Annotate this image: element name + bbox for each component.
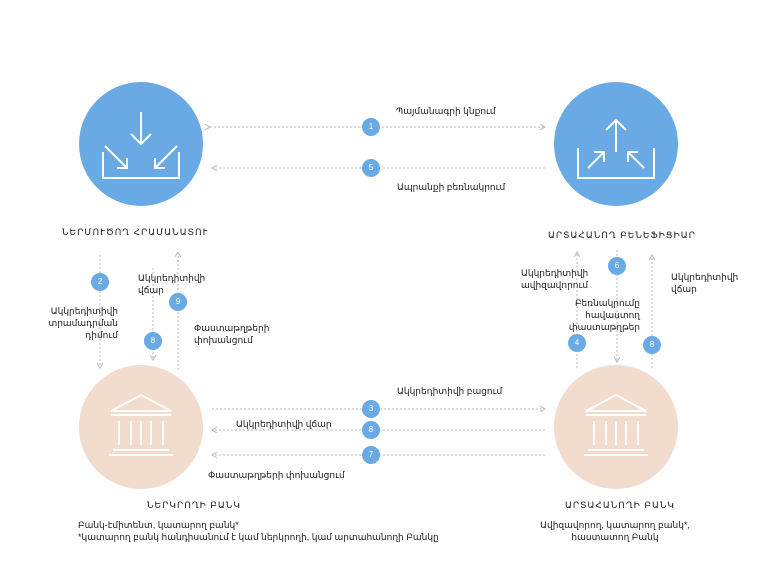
step-6-label: Բեռնակրումը հավաստող փաստաթղթեր: [568, 298, 640, 332]
step-2-badge: 2: [91, 273, 109, 291]
step-8-right-badge: 8: [643, 336, 661, 354]
step-8-left-label: Փաստաթղթերի փոխանցում: [194, 323, 270, 345]
exporter-beneficiary-title: ԱՐՏԱՀԱՆՈՂ ԲԵՆԵՖԻՑԻԱՐ: [548, 230, 696, 240]
step-8-left-badge: 8: [144, 332, 162, 350]
exporter-bank-title: ԱՐՏԱՀԱՆՈՂԻ ԲԱՆԿ: [565, 500, 675, 510]
issuing-bank-footnote: *կատարող բանկ հանդիսանում է կամ ներկրողի…: [78, 532, 439, 542]
step-2-label: Ակկրեդիտիվի տրամադրման դիմում: [48, 306, 118, 340]
step-5-label: Ապրանքի բեռնակրում: [397, 182, 506, 192]
exporter-bank-node: [554, 365, 678, 489]
step-3-badge: 3: [362, 400, 380, 418]
issuing-bank-note: Բանկ-էմիտենտ, կատարող բանկ*: [78, 520, 239, 530]
issuer-client-title: ՆԵՐՄՈՒԾՈՂ ՀՐԱՄԱՆԱՏՈՒ: [62, 227, 209, 237]
issuing-bank-node: [79, 365, 203, 489]
download-tray-icon: [102, 112, 180, 179]
exporter-beneficiary-node: [554, 82, 678, 206]
step-6-badge: 6: [608, 257, 626, 275]
issuer-client-node: [79, 82, 203, 206]
step-3-label: Ակկրեդիտիվի բացում: [397, 386, 503, 396]
bank-building-icon: [584, 393, 648, 456]
step-1-badge: 1: [362, 118, 380, 136]
step-7-label: Փաստաթղթերի փոխանցում: [208, 470, 345, 480]
step-8-middle-label: Ակկրեդիտիվի վճար: [236, 419, 332, 429]
step-8-middle-badge: 8: [362, 421, 380, 439]
step-4-label: Ակկրեդիտիվի ավիզավորում: [521, 268, 589, 290]
issuing-bank-title: ՆԵՐԿՐՈՂԻ ԲԱՆԿ: [147, 500, 241, 510]
upload-tray-icon: [577, 118, 655, 179]
exporter-bank-note-2: հաստատող Բանկ: [571, 532, 659, 542]
exporter-bank-note: Ավիզավորող, կատարող բանկ*,: [540, 520, 690, 530]
step-7-badge: 7: [362, 446, 380, 464]
step-9-label: Ակկրեդիտիվի վճար: [138, 273, 206, 295]
bank-building-icon: [109, 393, 173, 456]
step-1-label: Պայմանագրի կնքում: [396, 106, 496, 116]
step-8-right-label: Ակկրեդիտիվի վճար: [671, 272, 739, 294]
step-9-badge: 9: [169, 293, 187, 311]
step-5-badge: 5: [362, 159, 380, 177]
step-4-badge: 4: [568, 334, 586, 352]
